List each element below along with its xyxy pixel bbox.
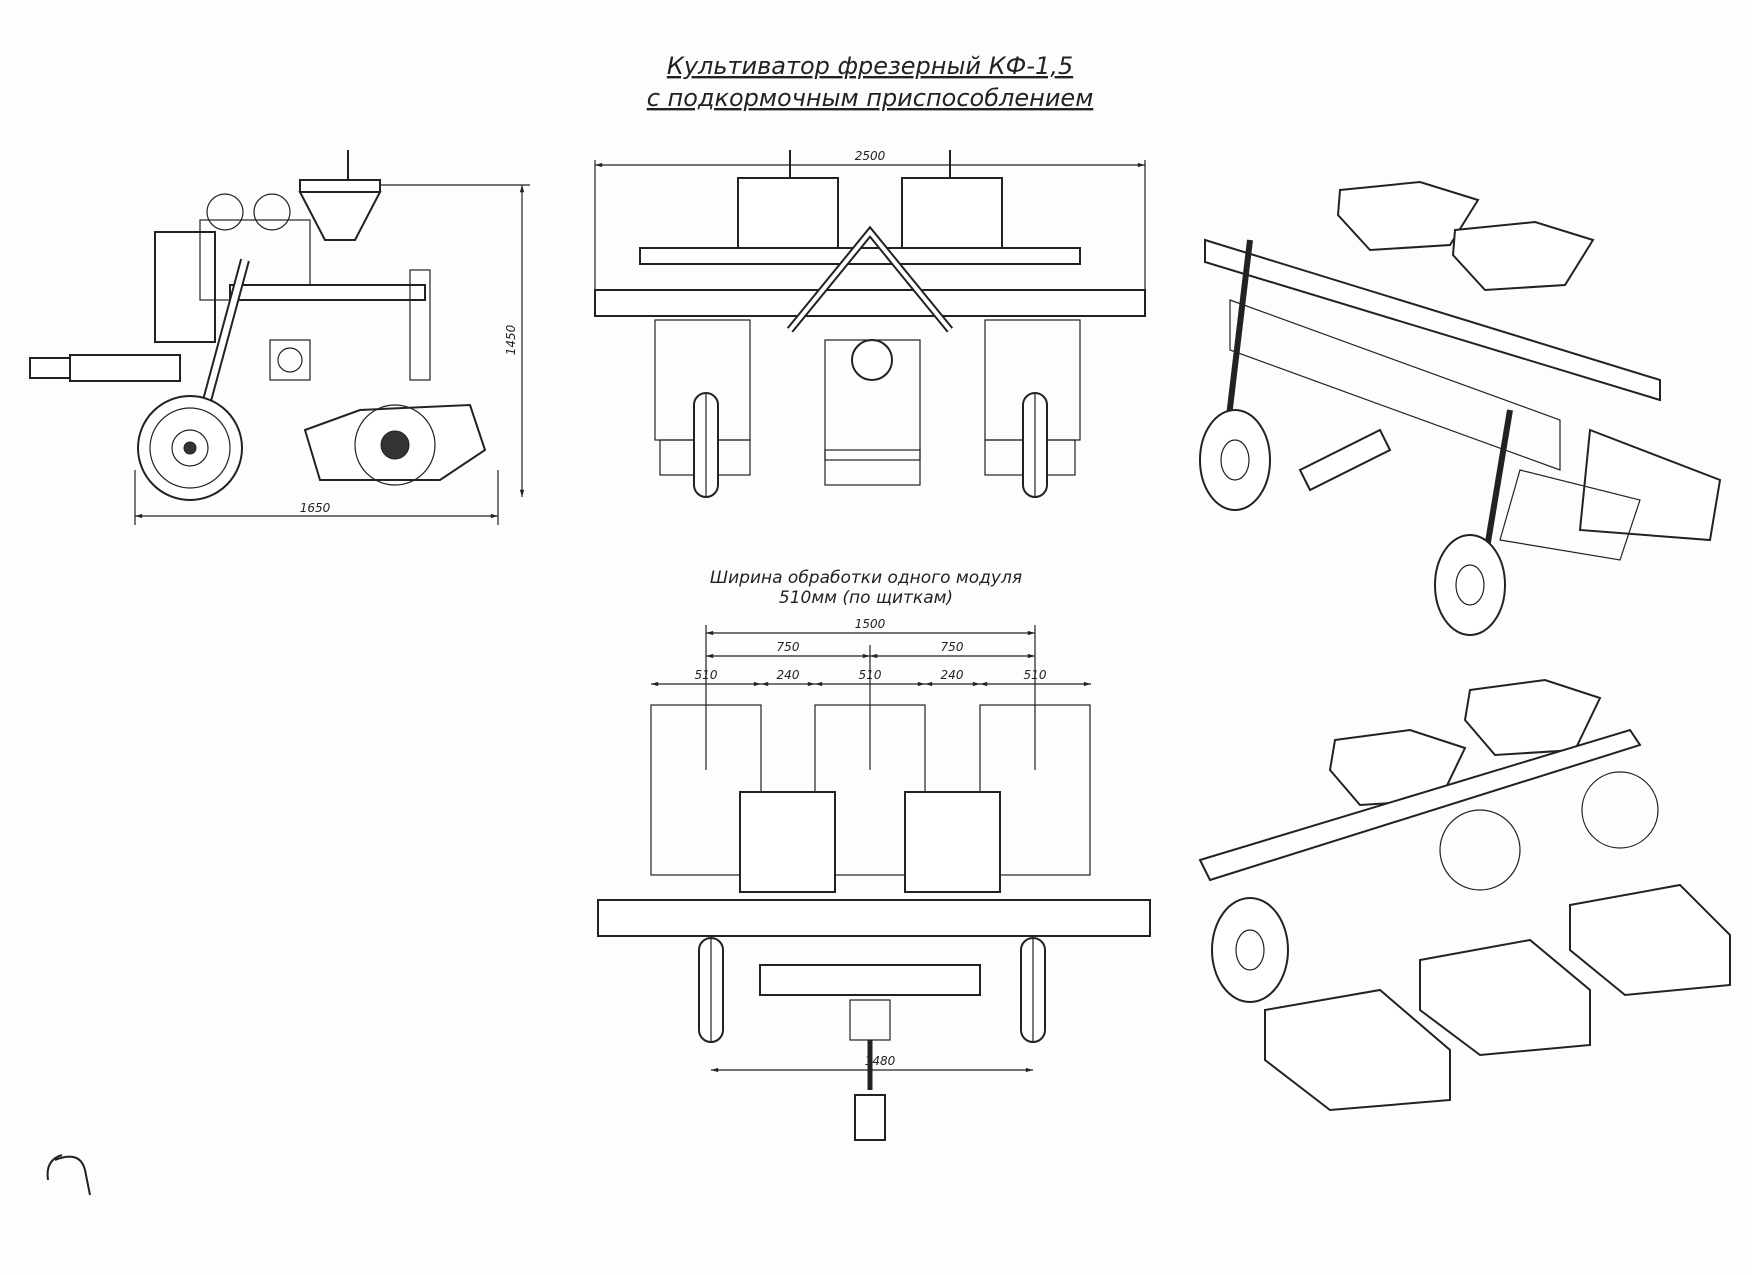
dim-gap-1: 240	[777, 668, 800, 682]
dim-gap-2: 240	[941, 668, 964, 682]
side-width-dimension: 1650	[300, 501, 331, 515]
caption-line-1: Ширина обработки одного модуля	[710, 568, 1022, 588]
caption-line-2: 510мм (по щиткам)	[779, 588, 953, 608]
dim-wheel-track: 1480	[865, 1054, 896, 1068]
title-line-2: с подкормочным приспособлением	[647, 84, 1094, 112]
dim-half-right: 750	[941, 640, 964, 654]
isometric-view-rear	[1199, 180, 1722, 636]
isometric-view-front	[1198, 678, 1731, 1112]
front-view: 2500	[594, 149, 1146, 498]
module-width-caption: Ширина обработки одного модуля 510мм (по…	[710, 568, 1022, 608]
handwritten-mark	[46, 1154, 91, 1196]
top-view: 1500 750 750 510 240 510 240 510 1480	[597, 617, 1151, 1141]
dim-overall: 1500	[855, 617, 886, 631]
title-line-1: Культиватор фрезерный КФ-1,5	[667, 52, 1073, 80]
side-height-dimension: 1450	[504, 324, 518, 355]
front-width-dimension: 2500	[855, 149, 886, 163]
drawing-title: Культиватор фрезерный КФ-1,5 с подкормоч…	[647, 52, 1094, 112]
side-view: 1650 1450	[29, 150, 530, 525]
dim-half-left: 750	[777, 640, 800, 654]
